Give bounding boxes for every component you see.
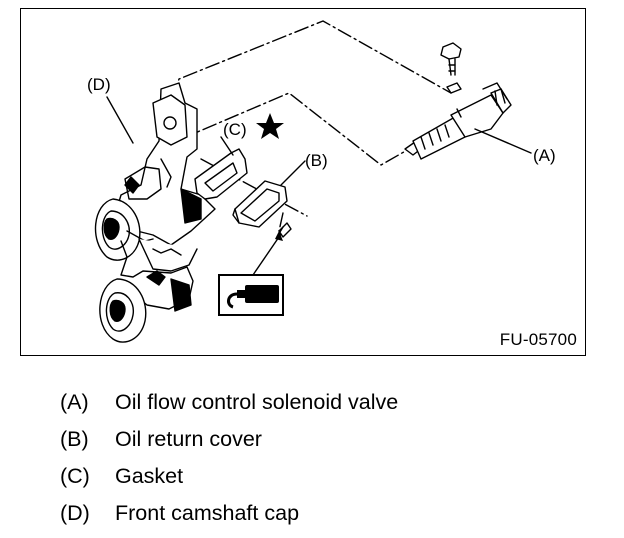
star-icon <box>256 113 284 139</box>
oil-flow-control-solenoid-valve <box>404 82 512 160</box>
solenoid-bolt <box>440 42 462 94</box>
legend-text: Oil return cover <box>115 427 262 451</box>
legend-item-a: (A) Oil flow control solenoid valve <box>60 384 398 421</box>
front-camshaft-cap <box>94 82 216 343</box>
callout-d: (D) <box>87 75 111 94</box>
leader-c <box>220 136 234 156</box>
parts-legend: (A) Oil flow control solenoid valve (B) … <box>60 384 398 532</box>
legend-text: Front camshaft cap <box>115 501 300 525</box>
legend-text: Gasket <box>115 464 184 488</box>
callout-a: (A) <box>533 146 556 165</box>
oil-return-cover <box>232 180 288 228</box>
legend-item-b: (B) Oil return cover <box>60 421 398 458</box>
callout-c: (C) <box>223 120 247 139</box>
leader-a <box>474 128 532 154</box>
legend-text: Oil flow control solenoid valve <box>115 390 399 414</box>
legend-item-c: (C) Gasket <box>60 458 398 495</box>
sealant-tube-icon <box>218 231 284 316</box>
leader-b <box>280 160 306 186</box>
figure-code: FU-05700 <box>499 330 577 349</box>
leader-d <box>106 96 134 144</box>
parts-diagram: (D) (C) (B) (A) FU-05700 <box>20 8 586 356</box>
legend-item-d: (D) Front camshaft cap <box>60 495 398 532</box>
gasket <box>194 148 248 200</box>
callout-b: (B) <box>305 151 328 170</box>
legend-key: (A) <box>60 390 89 414</box>
legend-key: (B) <box>60 427 89 451</box>
legend-key: (D) <box>60 501 90 525</box>
legend-key: (C) <box>60 464 90 488</box>
exploded-view-drawing <box>94 20 532 343</box>
alignment-lines <box>172 20 452 232</box>
